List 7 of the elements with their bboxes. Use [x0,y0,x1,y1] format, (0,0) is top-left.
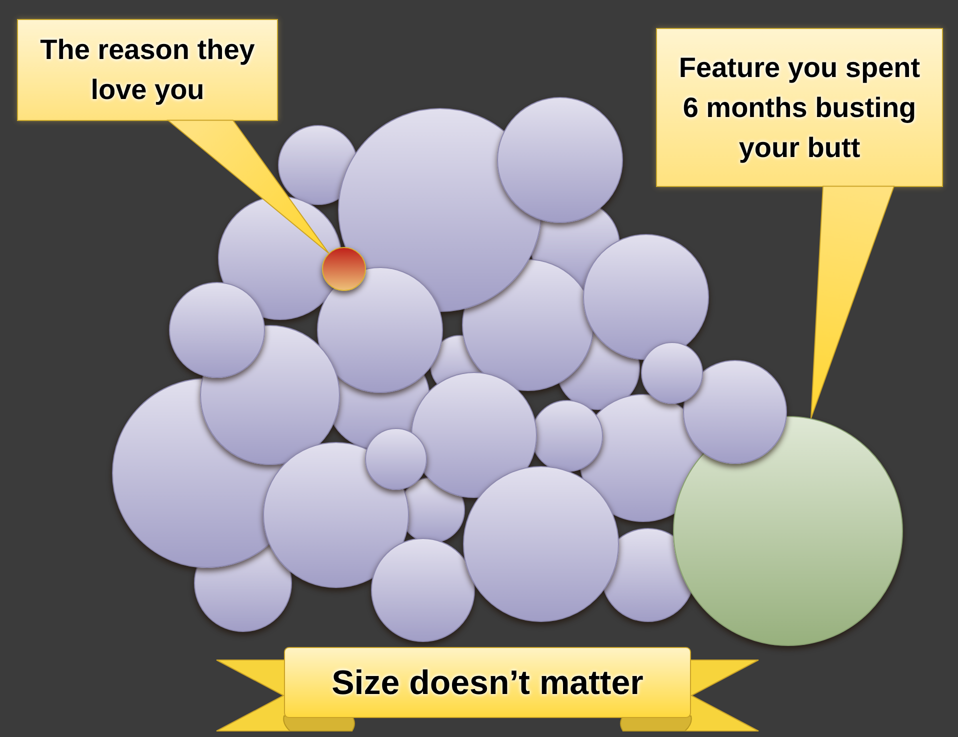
banner-text: Size doesn’t matter [332,662,644,704]
callout-tail [810,186,895,419]
callout-text: The reason they love you [39,33,256,107]
ribbon-banner [284,647,691,718]
callout-tail [166,120,330,254]
callout-box [17,19,278,121]
callout-text: Feature you spent 6 months busting your butt [678,50,922,165]
